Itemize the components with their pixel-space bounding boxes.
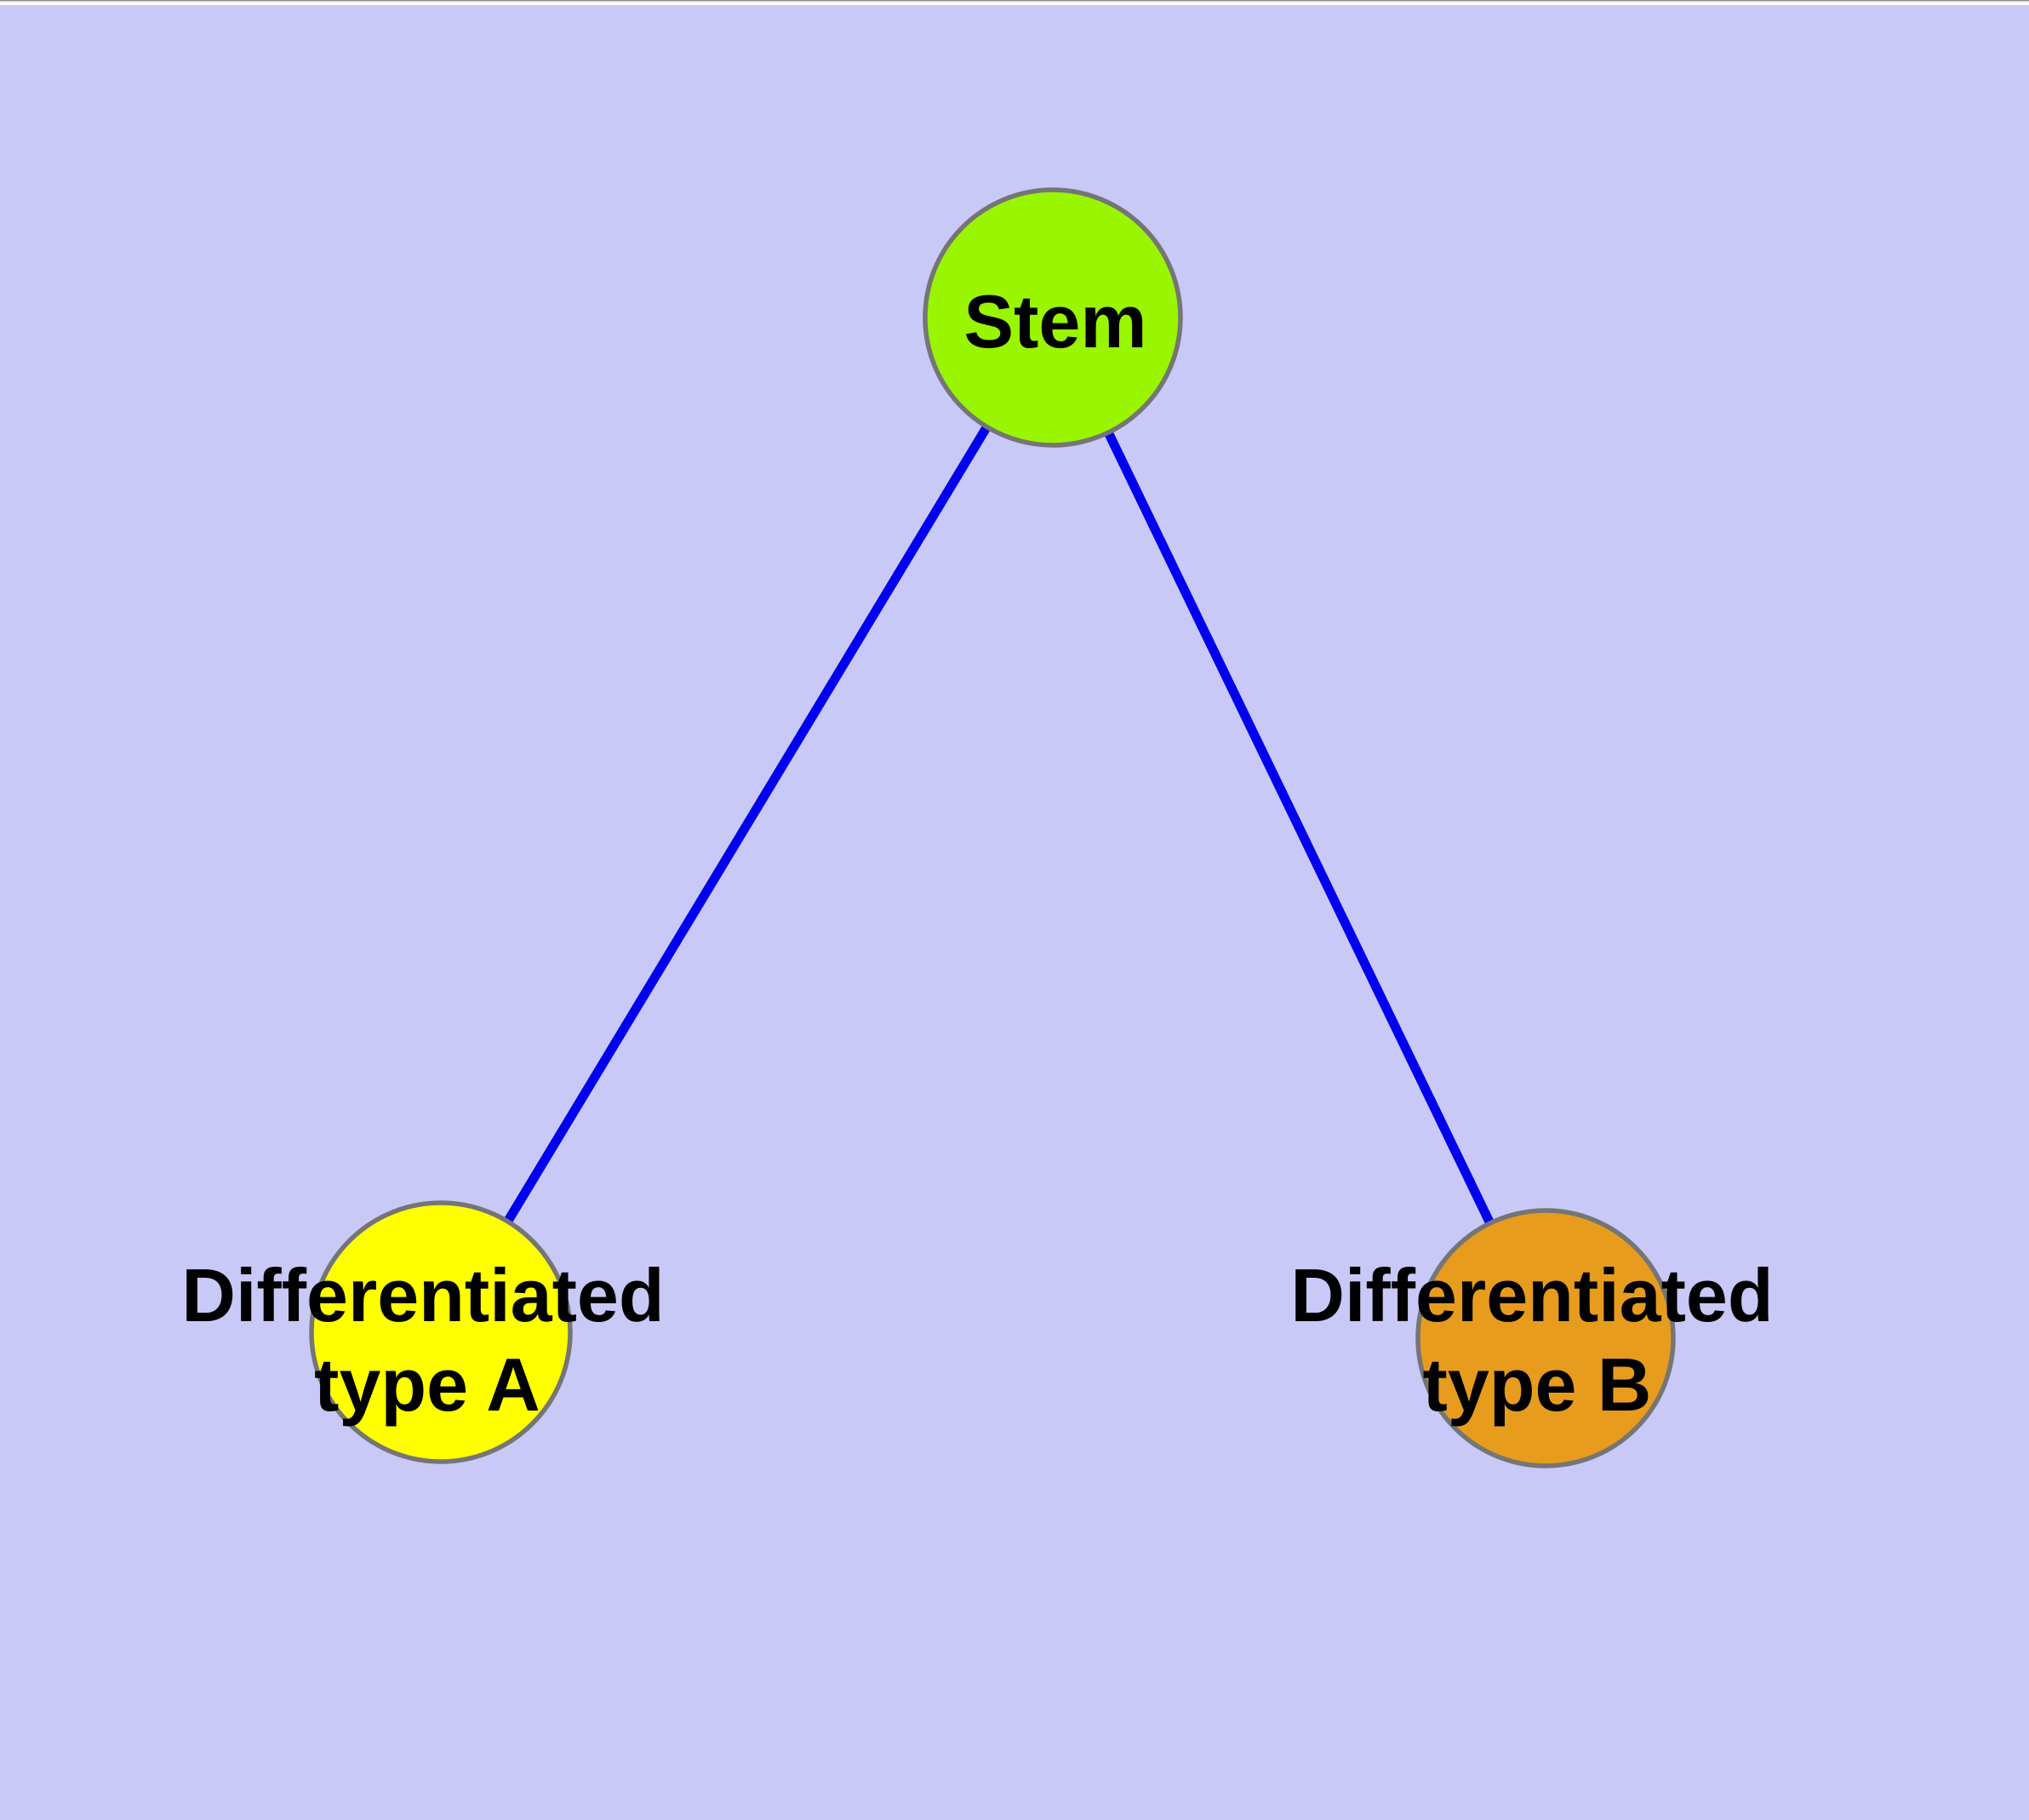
node-differentiated-type-a <box>309 1200 573 1464</box>
node-differentiated-type-b <box>1415 1208 1676 1468</box>
node-type-a-label-line1: Differentiated <box>181 1253 664 1337</box>
edge-stem-to-type-a <box>437 315 1057 1335</box>
top-edge-strip <box>0 0 2029 5</box>
node-type-b-label-line1: Differentiated <box>1290 1253 1773 1337</box>
node-stem <box>923 187 1183 448</box>
node-stem-label: Stem <box>963 279 1146 363</box>
top-edge-hairline <box>0 0 2029 2</box>
node-type-a-label-line2: type A <box>314 1342 540 1427</box>
edge-stem-to-type-b <box>1049 315 1550 1341</box>
node-type-b-label-line2: type B <box>1423 1342 1652 1427</box>
